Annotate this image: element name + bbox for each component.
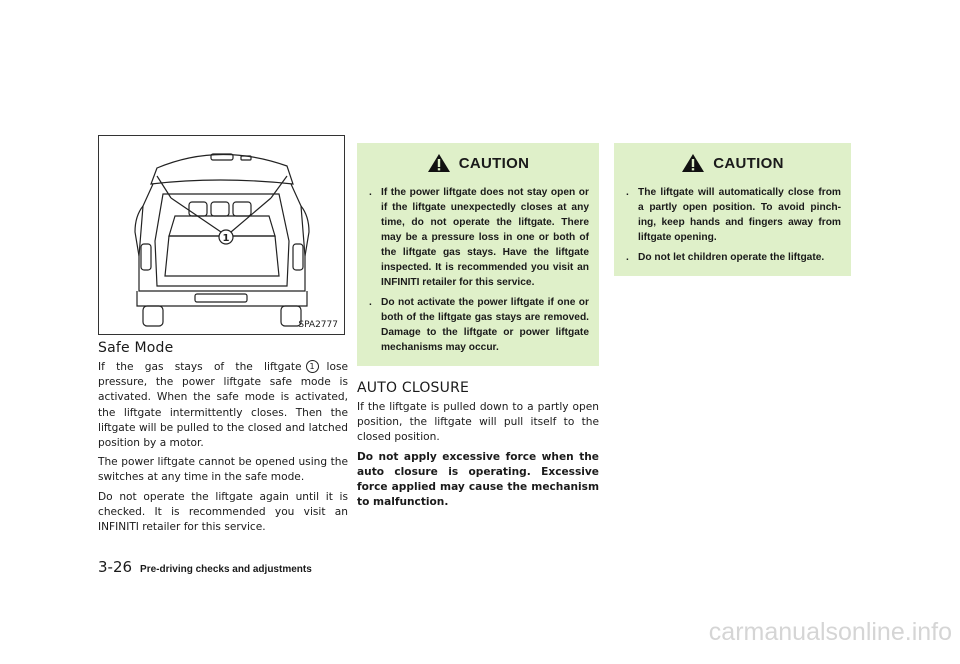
caution-list: .If the power liftgate does not stay ope… [367, 185, 589, 355]
safe-mode-paragraph-3: Do not operate the liftgate again until … [98, 490, 348, 534]
warning-triangle-icon [427, 154, 450, 172]
page-number: 3-26 [98, 558, 133, 576]
auto-closure-heading: AUTO CLOSURE [357, 380, 470, 396]
watermark: carmanualsonline.info [708, 618, 952, 646]
safe-mode-paragraph-2: The power liftgate cannot be opened usin… [98, 456, 348, 484]
auto-closure-paragraph-1: If the liftgate is pulled down to a part… [357, 401, 599, 444]
caution-box-1: CAUTION .If the power liftgate does not … [357, 143, 599, 366]
caution-title: CAUTION [458, 154, 530, 172]
callout-1: 1 [223, 233, 230, 244]
liftgate-illustration: 1 SPA2777 [98, 135, 345, 335]
caution-title: CAUTION [713, 154, 784, 172]
caution-item: .The liftgate will automatically close f… [626, 187, 841, 243]
safe-mode-heading: Safe Mode [98, 340, 174, 356]
caution-list: .The liftgate will automatically close f… [624, 185, 841, 265]
auto-closure-paragraph-2: Do not apply excessive force when the au… [357, 450, 599, 509]
right-column: CAUTION .The liftgate will automatically… [614, 143, 851, 276]
safe-mode-section: Safe Mode If the gas stays of the liftga… [98, 340, 348, 539]
callout-1-marker: 1 [305, 360, 319, 373]
caution-item: .Do not let children operate the liftgat… [626, 252, 825, 263]
caution-header: CAUTION [367, 151, 589, 175]
figure-code: SPA2777 [298, 320, 338, 330]
caution-header: CAUTION [624, 151, 841, 175]
middle-column: CAUTION .If the power liftgate does not … [357, 143, 599, 514]
warning-triangle-icon [682, 154, 705, 172]
suv-rear-liftgate-drawing: 1 [134, 153, 310, 327]
chapter-title: Pre-driving checks and adjustments [140, 564, 312, 575]
caution-item: .Do not activate the power liftgate if o… [369, 297, 589, 353]
caution-item: .If the power liftgate does not stay ope… [369, 187, 589, 288]
page-footer: 3-26 Pre-driving checks and adjustments [98, 558, 312, 576]
caution-box-2: CAUTION .The liftgate will automatically… [614, 143, 851, 276]
